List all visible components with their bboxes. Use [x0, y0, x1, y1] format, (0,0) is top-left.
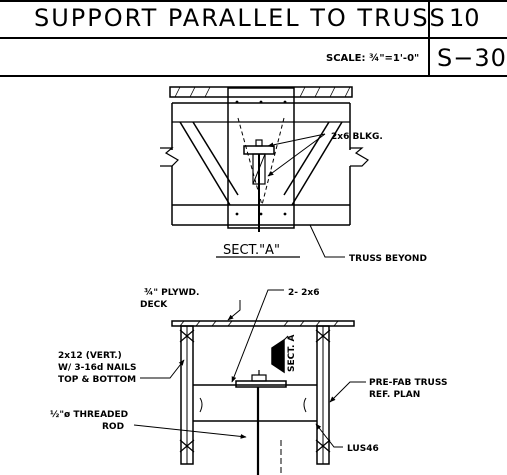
plywood-deck — [171, 320, 355, 327]
elevation-view — [133, 289, 366, 475]
deck-label-line2: DECK — [140, 300, 168, 310]
title-mid-rule — [0, 37, 507, 39]
rod-label-line2: ROD — [102, 422, 124, 432]
member-label: 2- 2x6 — [288, 288, 319, 298]
detail-number: 10 — [449, 4, 480, 32]
title-top-rule — [0, 0, 507, 2]
section-marker-label: SECT. A — [287, 334, 297, 372]
deck-label-line1: ¾" PLYWD. — [144, 288, 199, 298]
vertical-label-line2: W/ 3-16d NAILS — [58, 363, 137, 373]
truss-label-line1: PRE-FAB TRUSS — [369, 378, 447, 388]
vertical-label-line3: TOP & BOTTOM — [58, 375, 136, 385]
section-a-view — [160, 86, 369, 258]
sheet-number: S−30 — [437, 44, 507, 72]
section-a-title: SECT."A" — [223, 243, 280, 258]
detail-title: SUPPORT PARALLEL TO TRUSS — [34, 4, 447, 32]
title-divider — [428, 0, 430, 77]
hanger-label: LUS46 — [347, 444, 379, 454]
title-block: SUPPORT PARALLEL TO TRUSS 10 SCALE: ¾"=1… — [0, 0, 507, 77]
rod-label-line1: ½"ø THREADED — [50, 409, 128, 420]
scale-note: SCALE: ¾"=1'-0" — [326, 53, 420, 64]
title-bottom-rule — [0, 75, 507, 77]
vertical-label-line1: 2x12 (VERT.) — [58, 351, 122, 361]
truss-beyond-label: TRUSS BEYOND — [349, 254, 427, 264]
blocking-label: 2x6 BLKG. — [331, 132, 383, 142]
top-chord-hatch — [174, 86, 351, 98]
section-marker-arrow — [271, 338, 285, 374]
blocking-member — [227, 87, 295, 229]
truss-label-line2: REF. PLAN — [369, 390, 420, 400]
top-chord — [169, 86, 353, 98]
